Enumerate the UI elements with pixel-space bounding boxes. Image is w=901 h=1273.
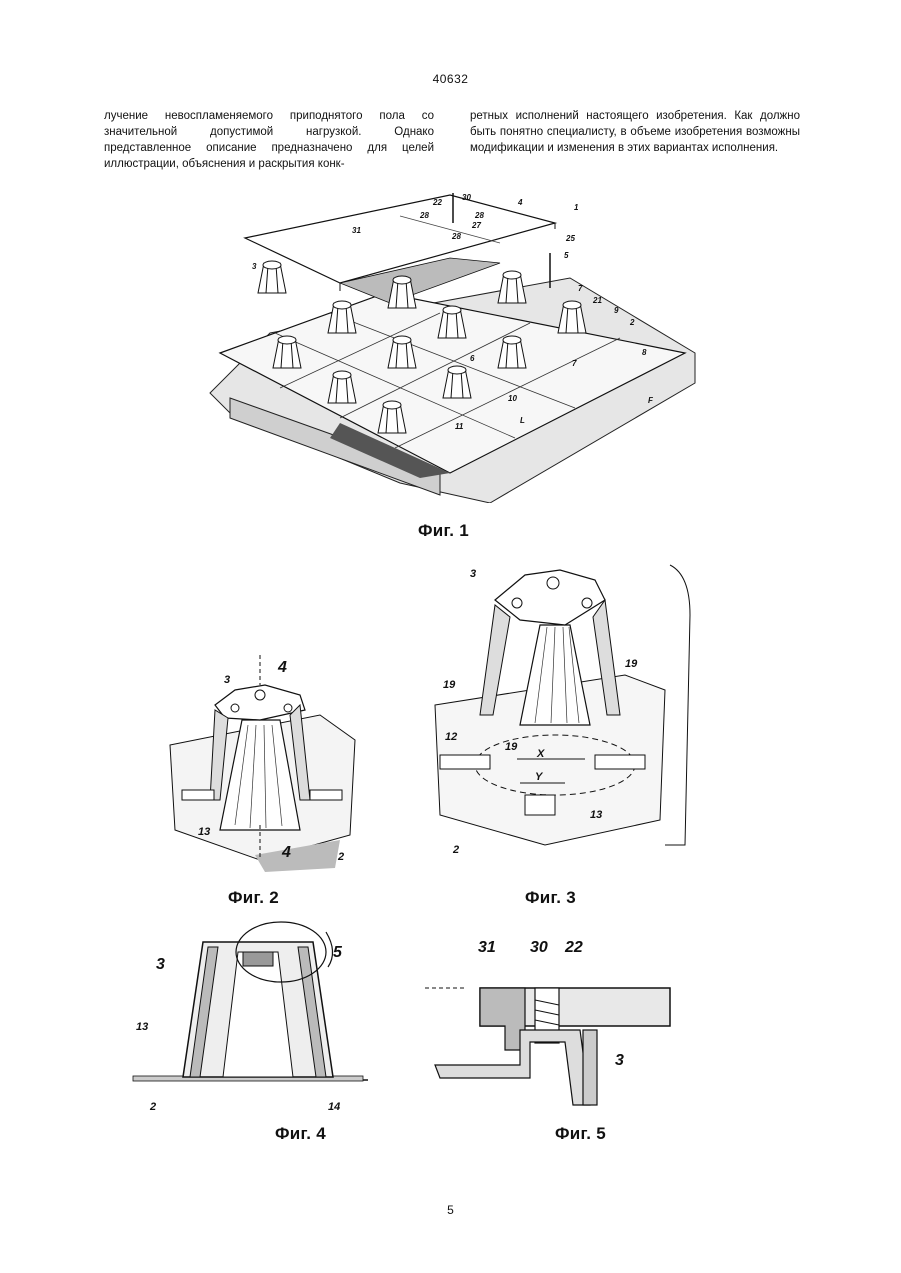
fig1-label-5: 5 <box>564 251 569 260</box>
fig1-label-30: 30 <box>462 193 471 202</box>
fig1-label-7b: 7 <box>572 359 577 368</box>
fig3-label-19-center: 19 <box>505 741 518 753</box>
fig2-label-13: 13 <box>198 826 210 838</box>
fig1-label-21: 21 <box>592 296 602 305</box>
figure-2-caption: Фиг. 2 <box>228 888 279 908</box>
fig2-label-3: 3 <box>224 674 230 686</box>
fig1-label-28b: 28 <box>474 211 484 220</box>
fig4-label-5: 5 <box>333 944 343 961</box>
fig3-label-X: X <box>536 748 545 760</box>
figure-4-drawing: 3 5 13 2 14 <box>128 912 378 1122</box>
fig1-label-3: 3 <box>252 262 257 271</box>
figure-3-caption: Фиг. 3 <box>525 888 576 908</box>
figure-2-drawing: 3 4 13 4 2 <box>160 650 390 880</box>
fig4-label-2: 2 <box>149 1101 156 1113</box>
fig3-label-19-left: 19 <box>443 679 456 691</box>
fig1-label-6: 6 <box>470 354 475 363</box>
fig3-label-19-right: 19 <box>625 658 638 670</box>
fig1-label-1: 1 <box>574 203 579 212</box>
fig1-label-9: 9 <box>614 306 619 315</box>
fig5-label-3: 3 <box>615 1052 624 1069</box>
fig1-label-2: 2 <box>629 318 635 327</box>
fig1-label-28a: 28 <box>419 211 429 220</box>
fig5-label-22: 22 <box>564 939 583 956</box>
fig3-label-13: 13 <box>590 809 602 821</box>
fig1-label-7a: 7 <box>578 284 583 293</box>
fig1-label-11: 11 <box>455 422 464 431</box>
fig4-label-3: 3 <box>156 956 165 973</box>
figure-5-drawing: 31 30 22 3 <box>425 930 675 1120</box>
fig5-label-31: 31 <box>478 939 496 956</box>
text-column-left: лучение невоспламеняемого приподнятого п… <box>104 108 434 172</box>
fig2-label-2: 2 <box>337 851 344 863</box>
fig3-label-3: 3 <box>470 568 476 580</box>
figure-4-caption: Фиг. 4 <box>275 1124 326 1144</box>
fig1-label-L: L <box>520 416 525 425</box>
fig2-label-4-top: 4 <box>277 659 287 676</box>
fig1-label-27: 27 <box>471 221 481 230</box>
fig5-label-30: 30 <box>530 939 548 956</box>
fig1-label-8: 8 <box>642 348 647 357</box>
text-column-right: ретных исполнений настоящего изобретения… <box>470 108 800 156</box>
fig1-label-28c: 28 <box>451 232 461 241</box>
fig4-label-13: 13 <box>136 1021 148 1033</box>
figure-5-caption: Фиг. 5 <box>555 1124 606 1144</box>
fig3-label-12: 12 <box>445 731 457 743</box>
fig1-label-31: 31 <box>352 226 361 235</box>
fig1-label-22: 22 <box>432 198 442 207</box>
fig4-label-14: 14 <box>328 1101 340 1113</box>
page-number: 5 <box>0 1203 901 1217</box>
fig1-label-4: 4 <box>517 198 523 207</box>
fig1-label-10: 10 <box>508 394 517 403</box>
page-code: 40632 <box>0 72 901 86</box>
figure-3-drawing: 3 19 19 12 19 X Y 13 2 <box>425 555 700 875</box>
figure-1-caption: Фиг. 1 <box>418 521 469 541</box>
fig2-label-4-bottom: 4 <box>281 844 291 861</box>
figure-1-drawing: 22 30 4 1 28 28 27 28 31 25 5 3 7 21 9 2… <box>190 183 710 503</box>
fig1-label-25: 25 <box>565 234 575 243</box>
fig3-label-2: 2 <box>452 844 459 856</box>
